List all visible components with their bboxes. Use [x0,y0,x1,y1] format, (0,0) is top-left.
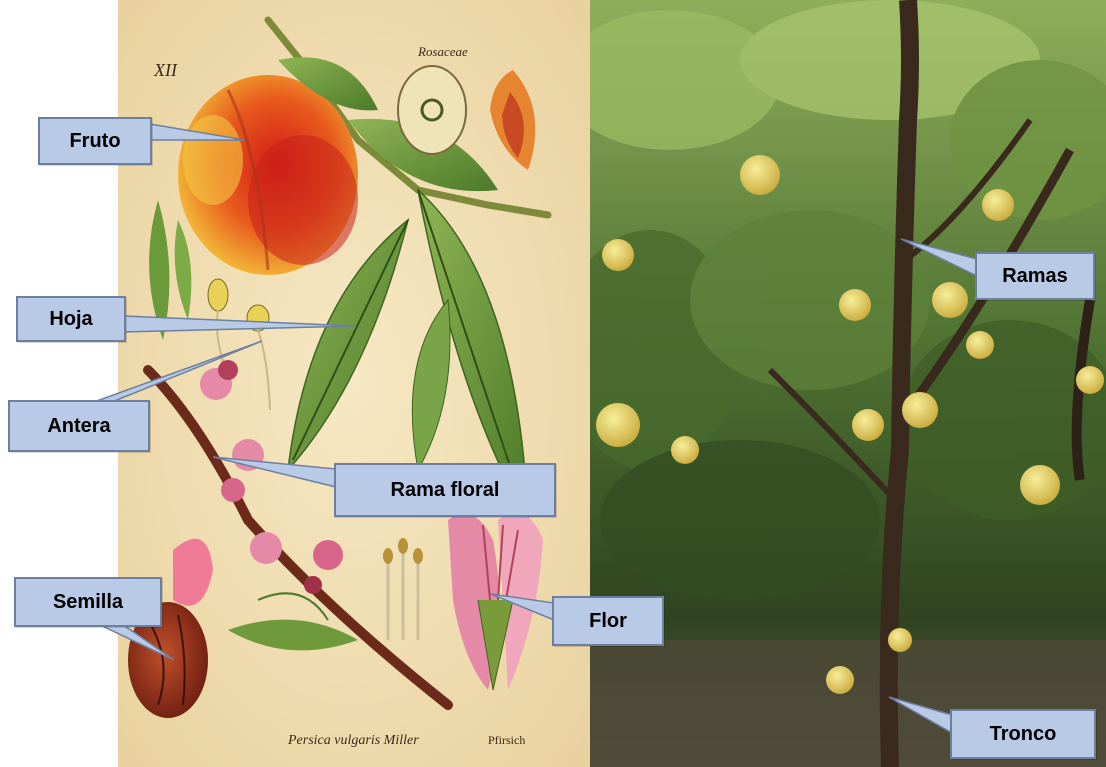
label-ramas: Ramas [975,252,1095,300]
label-rama-floral: Rama floral [334,463,556,517]
label-fruto: Fruto [38,117,152,165]
plate-caption: Persica vulgaris Miller [287,733,419,748]
plate-corner-label: Pfirsich [488,733,525,747]
label-tronco: Tronco [950,709,1096,759]
plate-header: Rosaceae [417,44,468,59]
label-antera: Antera [8,400,150,452]
plate-number: XII [153,60,178,80]
label-flor: Flor [552,596,664,646]
label-semilla: Semilla [14,577,162,627]
label-hoja: Hoja [16,296,126,342]
botanical-illustration: XII Rosaceae [118,0,590,767]
orchard-photo [590,0,1106,767]
peach-fruit [178,75,358,275]
